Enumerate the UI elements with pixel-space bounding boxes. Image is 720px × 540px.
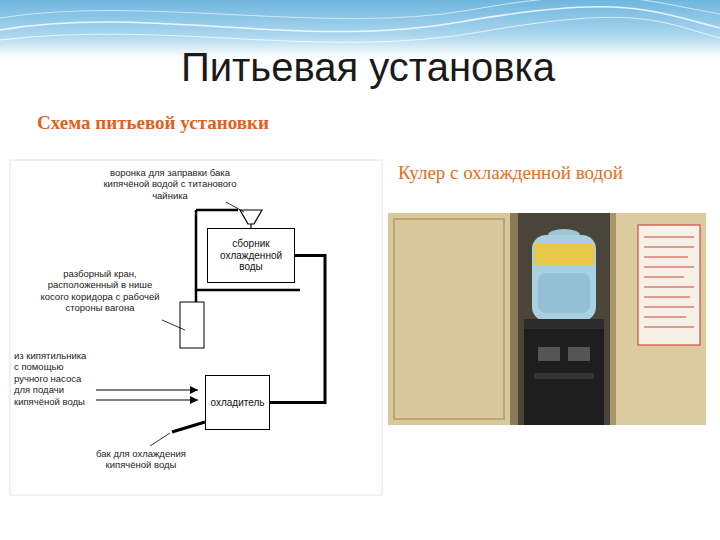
subtitle: Схема питьевой установки xyxy=(37,112,377,134)
cooler-photo xyxy=(388,213,706,425)
source-callout: из кипятильника с помощью ручного насоса… xyxy=(14,350,92,407)
slide-title: Питьевая установка xyxy=(0,45,720,90)
tank-callout: бак для охлаждения кипячёной воды xyxy=(85,448,197,471)
funnel-callout: воронка для заправки бака кипячёной водо… xyxy=(95,167,245,201)
tap-callout: разборный кран, расположенный в нише кос… xyxy=(38,268,162,314)
cooler-box: охладитель xyxy=(205,375,270,430)
photo-caption: Кулер с охлажденной водой xyxy=(398,162,718,184)
collector-box: сборник охлажденной воды xyxy=(207,228,295,283)
box-text: сборник охлажденной воды xyxy=(212,238,290,273)
box-text: охладитель xyxy=(210,397,264,409)
